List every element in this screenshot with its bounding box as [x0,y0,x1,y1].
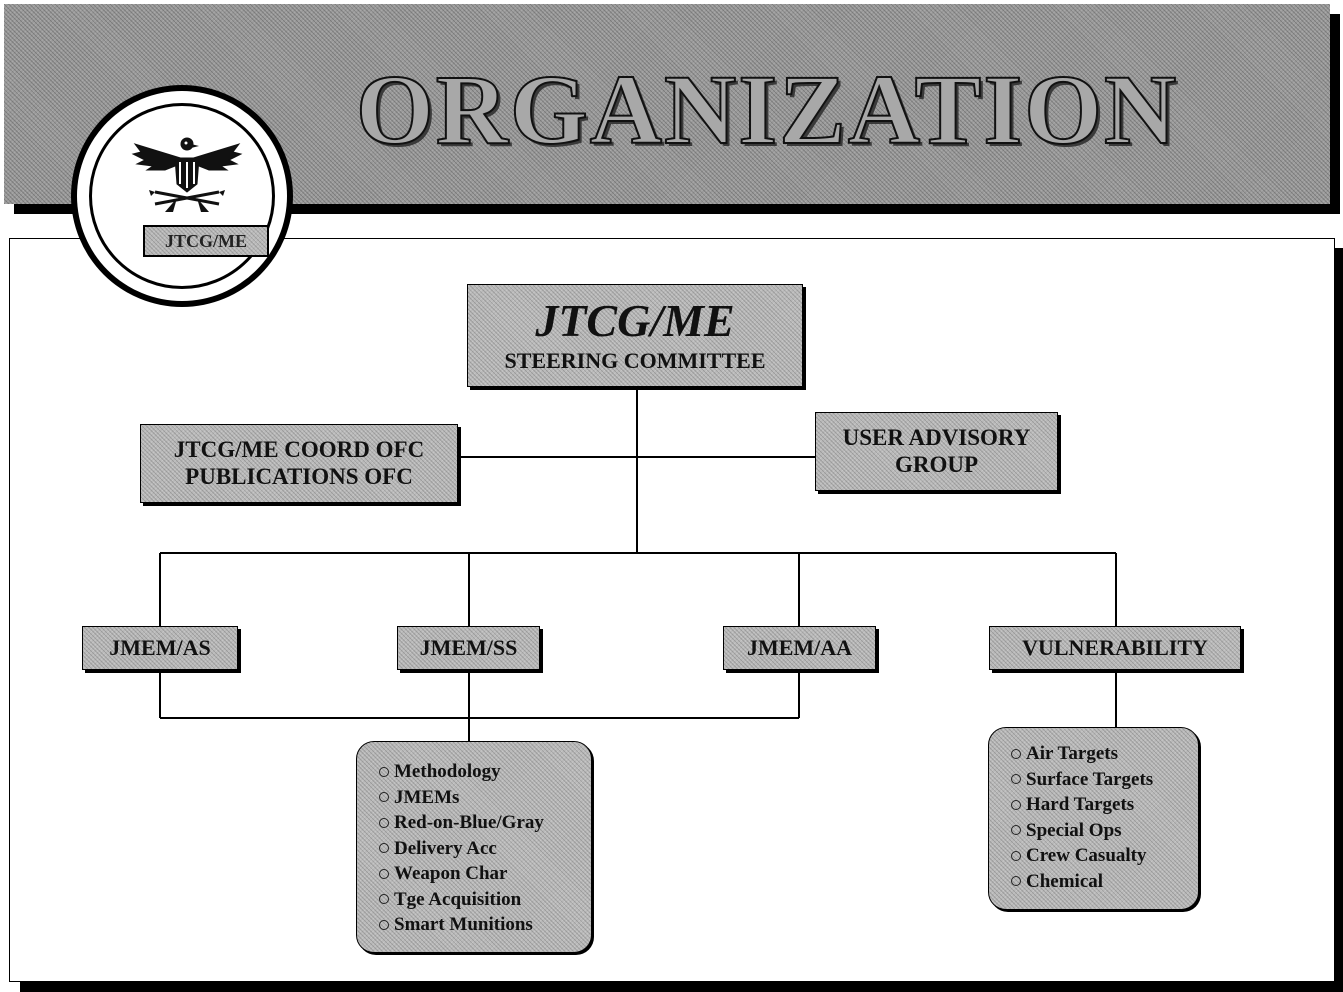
bullet-icon [379,792,389,803]
bullet-icon [379,868,389,879]
bullet-icon [1011,850,1021,861]
bullet-icon [379,843,389,854]
jmem-topics-box: Methodology JMEMs Red-on-Blue/Gray Deliv… [356,741,592,953]
list-item: Tge Acquisition [379,887,591,913]
banner: ORGANIZATION [4,4,1330,204]
list-item: Chemical [1011,869,1198,895]
bullet-icon [1011,825,1021,836]
page-title: ORGANIZATION [355,54,1179,165]
list-item: Red-on-Blue/Gray [379,810,591,836]
jmem-as-box: JMEM/AS [82,626,238,670]
bullet-icon [1011,774,1021,785]
bullet-icon [1011,876,1021,887]
list-item: Air Targets [1011,741,1198,767]
coord-office-box: JTCG/ME COORD OFC PUBLICATIONS OFC [140,424,458,503]
list-item: Crew Casualty [1011,843,1198,869]
seal-label: JTCG/ME [143,225,269,257]
list-item: Smart Munitions [379,912,591,938]
jmem-as-label: JMEM/AS [109,635,211,661]
jmem-ss-label: JMEM/SS [419,635,518,661]
bullet-icon [379,817,389,828]
vulnerability-label: VULNERABILITY [1022,635,1208,661]
user-advisory-line1: USER ADVISORY [842,425,1031,451]
bullet-icon [379,919,389,930]
list-item: Hard Targets [1011,792,1198,818]
jmem-ss-box: JMEM/SS [397,626,540,670]
jtcg-me-seal: JTCG/ME [71,85,293,307]
vulnerability-topics-box: Air Targets Surface Targets Hard Targets… [988,727,1199,910]
vulnerability-box: VULNERABILITY [989,626,1241,670]
bullet-icon [1011,799,1021,810]
coord-office-line2: PUBLICATIONS OFC [185,463,413,489]
list-item: Special Ops [1011,818,1198,844]
list-item: JMEMs [379,785,591,811]
jmem-aa-box: JMEM/AA [723,626,876,670]
bullet-icon [379,894,389,905]
bullet-icon [379,766,389,777]
steering-committee-box: JTCG/ME STEERING COMMITTEE [467,284,803,387]
steering-subtitle: STEERING COMMITTEE [504,347,766,373]
list-item: Weapon Char [379,861,591,887]
steering-title: JTCG/ME [535,294,735,346]
user-advisory-line2: GROUP [894,451,979,477]
coord-office-line1: JTCG/ME COORD OFC [173,437,425,463]
list-item: Surface Targets [1011,767,1198,793]
jmem-topics-list: Methodology JMEMs Red-on-Blue/Gray Deliv… [379,759,591,938]
bullet-icon [1011,748,1021,759]
jmem-aa-label: JMEM/AA [746,635,853,661]
list-item: Methodology [379,759,591,785]
eagle-emblem-icon [131,137,243,212]
user-advisory-box: USER ADVISORY GROUP [815,412,1058,491]
list-item: Delivery Acc [379,836,591,862]
vulnerability-topics-list: Air Targets Surface Targets Hard Targets… [1011,741,1198,894]
